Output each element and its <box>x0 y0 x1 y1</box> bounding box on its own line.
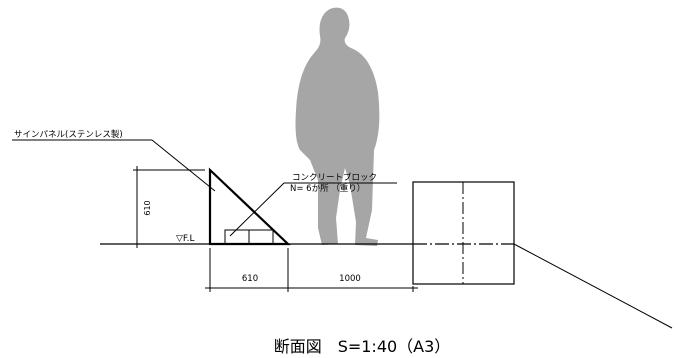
label-block: コンクリートブロック <box>292 172 377 183</box>
dim-base-text: 610 <box>242 274 258 284</box>
drawing-title: 断面図 S=1:40（A3） <box>274 337 451 356</box>
slope-line <box>513 243 673 329</box>
person-figure <box>295 7 380 246</box>
dim-height-text: 610 <box>143 200 152 215</box>
concrete-block <box>224 229 250 245</box>
dim-gap-text: 1000 <box>339 274 361 284</box>
concrete-block <box>248 229 274 245</box>
label-block-count: N= 6か所 （重り） <box>290 183 365 194</box>
leader-line-sign-panel-diag <box>151 139 216 192</box>
label-sign-panel: サインパネル(ステンレス製) <box>14 129 123 140</box>
label-floor-level: ▽F.L <box>176 234 195 244</box>
leader-line-block-diag <box>229 182 285 237</box>
